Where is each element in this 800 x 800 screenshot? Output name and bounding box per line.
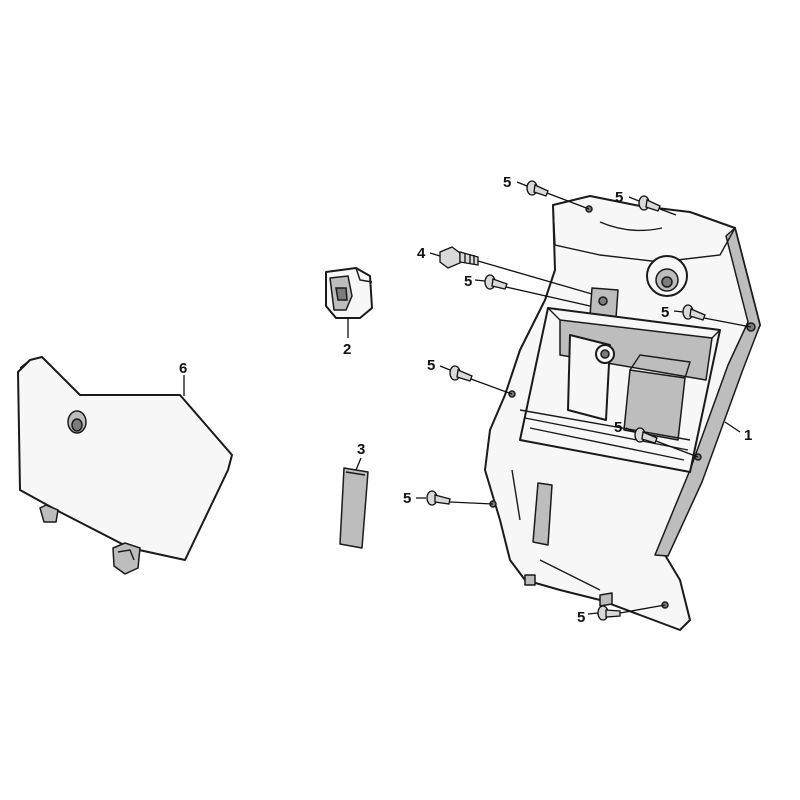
callout-2: 2 — [343, 341, 351, 358]
callout-3: 3 — [357, 441, 365, 458]
callout-5: 5 — [615, 189, 623, 206]
callout-6: 6 — [179, 360, 187, 377]
callout-leaders — [183, 181, 741, 615]
clip-part-2 — [325, 267, 373, 319]
screw — [634, 427, 699, 458]
bolt-part-4 — [439, 246, 593, 295]
cover-panel-part-6 — [17, 356, 233, 575]
screw — [484, 274, 591, 307]
screw — [426, 490, 494, 506]
callout-4: 4 — [417, 245, 426, 262]
callout-5: 5 — [464, 273, 472, 290]
label-strip-part-3 — [339, 467, 369, 549]
callout-5: 5 — [503, 174, 511, 191]
inner-body-part-1 — [484, 195, 761, 631]
callout-labels: 1 2 3 4 5 5 5 5 5 5 5 5 6 — [179, 174, 752, 626]
screw — [449, 365, 513, 395]
callout-5: 5 — [614, 419, 622, 436]
callout-1: 1 — [744, 427, 752, 444]
screw — [526, 180, 590, 210]
screw — [638, 195, 677, 216]
callout-5: 5 — [403, 490, 411, 507]
screw — [682, 304, 752, 328]
callout-5: 5 — [427, 357, 435, 374]
callout-5: 5 — [661, 304, 669, 321]
callout-5: 5 — [577, 609, 585, 626]
